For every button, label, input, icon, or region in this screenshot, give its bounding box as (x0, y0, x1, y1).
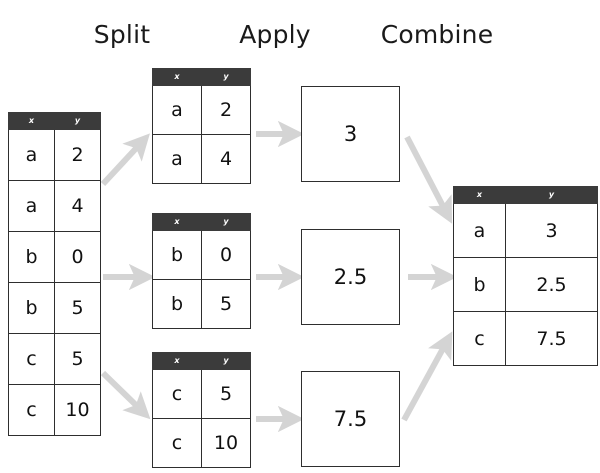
arrow-combine-result-3 (401, 331, 453, 422)
group-cell-y: 0 (201, 230, 251, 280)
apply-result-box-2: 2.5 (301, 229, 400, 325)
group-cell-y: 4 (201, 134, 251, 184)
group-header-y: y (201, 68, 251, 86)
group-table-3: x y c 5 c 10 (152, 352, 251, 468)
result-cell-x: a (453, 203, 506, 258)
result-cell-y: 7.5 (505, 311, 598, 366)
group-cell-y: 2 (201, 85, 251, 135)
table-row: a 4 (152, 134, 251, 184)
group-cell-x: c (152, 369, 202, 419)
result-table-header-row: x y (453, 186, 598, 204)
group-cell-x: b (152, 279, 202, 329)
arrow-split-to-group-3 (100, 370, 151, 420)
result-cell-x: b (453, 257, 506, 312)
group-header-x: x (152, 213, 202, 231)
group-cell-y: 5 (201, 279, 251, 329)
table-row: a 3 (453, 203, 598, 258)
group-table-header-row: x y (152, 68, 251, 86)
table-row: c 7.5 (453, 311, 598, 366)
stage-title-split: Split (93, 20, 151, 49)
source-table-header-row: x y (8, 112, 101, 130)
table-row: b 5 (8, 282, 101, 334)
result-header-y: y (505, 186, 598, 204)
apply-result-box-1: 3 (301, 86, 400, 182)
group-table-2: x y b 0 b 5 (152, 213, 251, 329)
table-row: a 4 (8, 180, 101, 232)
table-row: a 2 (8, 129, 101, 181)
table-row: c 10 (8, 384, 101, 436)
arrow-split-to-group-1 (100, 133, 150, 187)
group-header-y: y (201, 213, 251, 231)
apply-result-box-3: 7.5 (301, 371, 400, 467)
group-cell-x: a (152, 85, 202, 135)
group-table-1: x y a 2 a 4 (152, 68, 251, 184)
group-header-x: x (152, 352, 202, 370)
arrow-combine-result-1 (404, 135, 453, 224)
table-row: b 0 (152, 230, 251, 280)
source-cell-x: a (8, 129, 55, 181)
table-row: a 2 (152, 85, 251, 135)
group-cell-x: a (152, 134, 202, 184)
source-cell-y: 10 (54, 384, 101, 436)
group-header-y: y (201, 352, 251, 370)
table-row: c 10 (152, 418, 251, 468)
table-row: c 5 (8, 333, 101, 385)
result-table: x y a 3 b 2.5 c 7.5 (453, 186, 598, 366)
source-cell-x: b (8, 231, 55, 283)
result-cell-y: 3 (505, 203, 598, 258)
source-table: x y a 2 a 4 b 0 b 5 c 5 (8, 112, 101, 436)
group-header-x: x (152, 68, 202, 86)
group-table-header-row: x y (152, 213, 251, 231)
table-row: b 2.5 (453, 257, 598, 312)
stage-title-apply: Apply (239, 20, 311, 49)
group-cell-y: 5 (201, 369, 251, 419)
stage-title-combine: Combine (380, 20, 494, 49)
source-cell-y: 0 (54, 231, 101, 283)
group-cell-x: c (152, 418, 202, 468)
source-cell-y: 5 (54, 282, 101, 334)
source-cell-x: c (8, 384, 55, 436)
source-cell-x: a (8, 180, 55, 232)
table-row: b 0 (8, 231, 101, 283)
result-header-x: x (453, 186, 506, 204)
source-cell-x: c (8, 333, 55, 385)
source-cell-y: 2 (54, 129, 101, 181)
group-cell-y: 10 (201, 418, 251, 468)
source-header-x: x (8, 112, 55, 130)
source-cell-y: 5 (54, 333, 101, 385)
result-cell-x: c (453, 311, 506, 366)
table-row: b 5 (152, 279, 251, 329)
source-header-y: y (54, 112, 101, 130)
source-cell-y: 4 (54, 180, 101, 232)
group-cell-x: b (152, 230, 202, 280)
table-row: c 5 (152, 369, 251, 419)
group-table-header-row: x y (152, 352, 251, 370)
result-cell-y: 2.5 (505, 257, 598, 312)
source-cell-x: b (8, 282, 55, 334)
